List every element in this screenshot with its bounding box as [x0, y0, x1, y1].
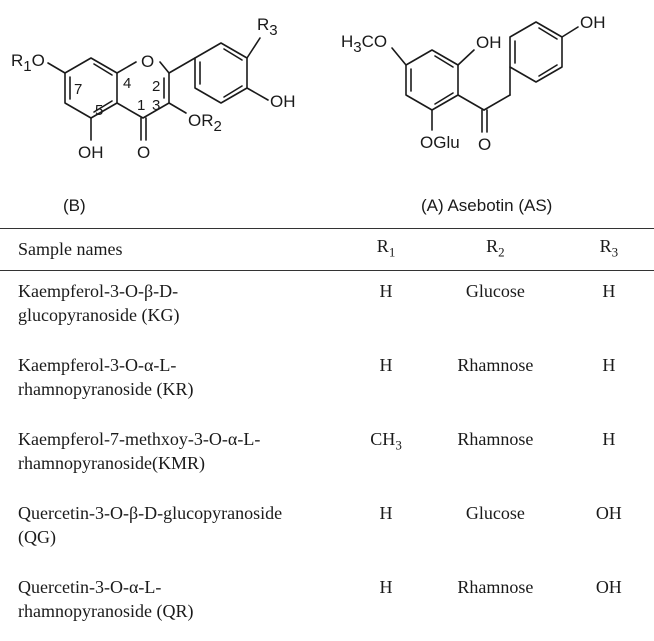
carbonyl-oxygen: O — [137, 143, 150, 162]
position-5: 5 — [95, 102, 103, 119]
sample-name: Quercetin-3-O-β-D-glucopyranoside(QG) — [18, 502, 283, 547]
header-r1: R1 — [345, 228, 428, 271]
ring-b-double-2 — [223, 48, 243, 61]
bond-c7-o — [47, 62, 66, 74]
ring-a — [64, 57, 118, 119]
ring-a-double-2 — [93, 63, 113, 76]
table-row: Kaempferol-3-O-α-L-rhamnopyranoside (KR)… — [0, 345, 654, 419]
asebotin-ring-b-double-3 — [538, 64, 558, 77]
position-7: 7 — [74, 81, 82, 98]
structure-a-label: (A) Asebotin (AS) — [421, 196, 553, 215]
r2-value: Rhamnose — [457, 354, 534, 375]
r3-value: OH — [595, 576, 622, 597]
header-sample-names: Sample names — [0, 228, 345, 271]
r1o-group: R1O — [11, 51, 45, 75]
ring-b-double-3 — [223, 85, 243, 98]
position-2: 2 — [152, 78, 160, 95]
asebotin-ring-a-double-3 — [434, 92, 454, 105]
bond-h3co — [391, 47, 407, 66]
r1-value: H — [379, 502, 393, 523]
sample-name: Kaempferol-3-O-α-L-rhamnopyranoside (KR) — [18, 354, 194, 399]
bond-c3-o — [168, 102, 187, 114]
r3-value: H — [602, 280, 616, 301]
position-4: 4 — [123, 75, 131, 92]
ring-a-double-3 — [93, 100, 113, 113]
position-1: 1 — [137, 97, 145, 114]
r1-value: H — [379, 280, 393, 301]
bond-c2-ring-b — [168, 57, 196, 74]
oh-top-label: OH — [580, 13, 606, 32]
r3-group: R3 — [257, 15, 278, 39]
r2-value: Rhamnose — [457, 428, 534, 449]
sample-name: Kaempferol-7-methxoy-3-O-α-L-rhamnopyran… — [18, 428, 261, 473]
oh-right: OH — [270, 92, 296, 111]
bond-oh-top — [561, 26, 579, 38]
table-header-row: Sample names R1 R2 R3 — [0, 228, 654, 271]
r2-value: Glucose — [465, 502, 525, 523]
oh-bottom: OH — [78, 143, 104, 162]
r1-value: H — [379, 576, 393, 597]
structure-drawing: R1O O R3 OH OR2 OH O 7 4 2 3 5 1 — [11, 13, 606, 162]
header-r2: R2 — [427, 228, 564, 271]
structure-b-label: (B) — [63, 196, 86, 215]
bond-r3 — [246, 37, 261, 59]
oh-ring-label: OH — [476, 33, 502, 52]
asebotin-ring-b — [509, 21, 563, 83]
bond-c8a-o — [116, 61, 137, 74]
r3-value: H — [602, 428, 616, 449]
r2-value: Rhamnose — [457, 576, 534, 597]
bond-oh-ring — [457, 49, 475, 66]
asebotin-ring-a — [405, 49, 459, 111]
r1-value: H — [379, 354, 393, 375]
r1-value: CH3 — [370, 428, 402, 453]
ring-oxygen: O — [141, 52, 154, 71]
table-row: Kaempferol-7-methxoy-3-O-α-L-rhamnopyran… — [0, 419, 654, 493]
ring-b — [194, 42, 248, 104]
asebotin-ring-b-double-2 — [538, 27, 558, 40]
sample-name: Kaempferol-3-O-β-D-glucopyranoside (KG) — [18, 280, 180, 325]
table-row: Quercetin-3-O-β-D-glucopyranoside(QG) H … — [0, 493, 654, 567]
or2-group: OR2 — [188, 111, 222, 135]
bond-carbonyl-c — [457, 94, 485, 111]
chemical-structures: R1O O R3 OH OR2 OH O 7 4 2 3 5 1 — [0, 0, 654, 226]
bond-ch2-1 — [483, 94, 511, 111]
asebotin-structure: H3CO OH OH OGlu O — [341, 13, 606, 154]
asebotin-carbonyl-oxygen: O — [478, 135, 491, 154]
table-row: Kaempferol-3-O-β-D-glucopyranoside (KG) … — [0, 270, 654, 345]
h3co-group: H3CO — [341, 32, 387, 56]
r3-value: OH — [595, 502, 622, 523]
r3-value: H — [602, 354, 616, 375]
flavonol-structure: R1O O R3 OH OR2 OH O 7 4 2 3 5 1 — [11, 15, 296, 162]
asebotin-ring-a-double-2 — [434, 55, 454, 68]
oglu-label: OGlu — [420, 133, 460, 152]
table-row: Quercetin-3-O-α-L-rhamnopyranoside (QR) … — [0, 567, 654, 641]
r2-value: Glucose — [465, 280, 525, 301]
position-3: 3 — [152, 97, 160, 114]
bond-4-oh — [246, 87, 269, 101]
sample-table: Sample names R1 R2 R3 Kaempferol-3-O-β-D… — [0, 228, 654, 641]
header-r3: R3 — [563, 228, 654, 271]
sample-name: Quercetin-3-O-α-L-rhamnopyranoside (QR) — [18, 576, 194, 621]
